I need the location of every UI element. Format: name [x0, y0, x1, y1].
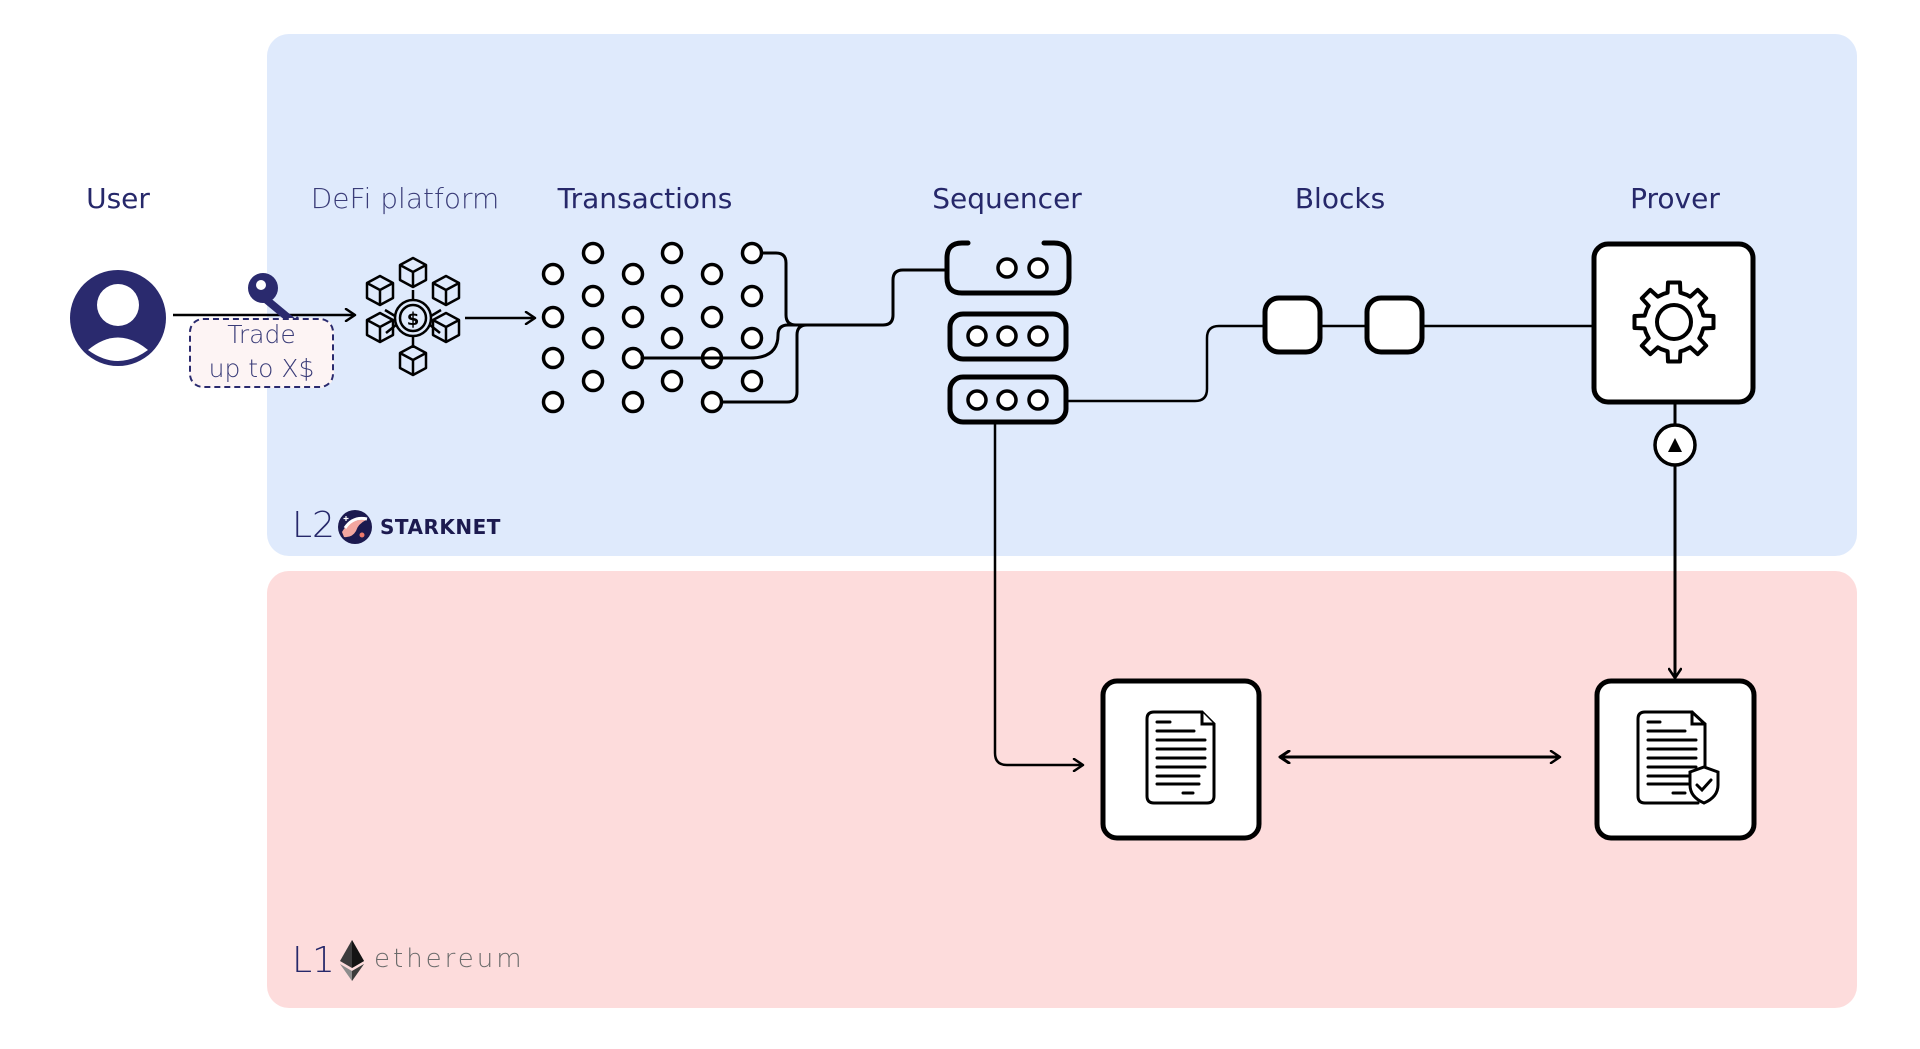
transaction-node — [700, 305, 724, 329]
transaction-node — [700, 262, 724, 286]
ethereum-brand: ethereum — [374, 944, 525, 974]
transaction-node — [621, 262, 645, 286]
sequencer-slot-open — [944, 240, 1072, 296]
transaction-node — [541, 262, 565, 286]
l2-tag: L2 — [292, 505, 335, 546]
prover-label: Prover — [1630, 182, 1720, 215]
transaction-node — [541, 305, 565, 329]
transaction-node — [740, 241, 764, 265]
sequencer-to-blocks-line — [1067, 324, 1593, 403]
trade-limit-note: Trade up to X$ — [189, 318, 334, 388]
transaction-node — [660, 369, 684, 393]
transaction-node — [541, 390, 565, 414]
defi-platform-label: DeFi platform — [310, 182, 500, 215]
block[interactable] — [1364, 295, 1425, 355]
defi-network-icon: $ — [365, 256, 461, 377]
block[interactable] — [1262, 295, 1323, 355]
transactions-label: Transactions — [557, 182, 733, 215]
document-icon — [1145, 710, 1216, 805]
transaction-node — [581, 326, 605, 350]
starknet-brand: STARKNET — [380, 515, 501, 539]
transaction-node — [621, 346, 645, 370]
user-label: User — [86, 182, 150, 215]
starknet-logo-icon — [338, 510, 372, 544]
blocks-label: Blocks — [1294, 182, 1386, 215]
sequencer-to-l1-doc-arrow — [993, 423, 1083, 765]
transaction-node — [581, 369, 605, 393]
triangle-up-icon[interactable] — [1653, 423, 1697, 467]
prover-box[interactable] — [1591, 241, 1756, 405]
transaction-node — [740, 326, 764, 350]
transaction-node — [660, 326, 684, 350]
transaction-node — [740, 369, 764, 393]
l1-tag: L1 — [292, 940, 335, 981]
svg-text:$: $ — [407, 309, 420, 330]
transaction-node — [581, 284, 605, 308]
trade-note-line1: Trade — [227, 320, 296, 349]
gear-icon — [1632, 280, 1716, 364]
transaction-node — [541, 346, 565, 370]
verified-document-icon — [1636, 710, 1720, 805]
transaction-node — [660, 284, 684, 308]
trade-note-line2: up to X$ — [208, 354, 315, 383]
transaction-node — [621, 390, 645, 414]
transaction-node — [621, 305, 645, 329]
transaction-node — [660, 241, 684, 265]
sequencer-dots — [966, 257, 1049, 411]
transactions-to-sequencer-lines — [640, 251, 949, 404]
transaction-node — [700, 390, 724, 414]
transaction-node — [581, 241, 605, 265]
transaction-node — [740, 284, 764, 308]
user-avatar-icon[interactable] — [70, 270, 166, 366]
ethereum-logo-icon — [340, 940, 364, 981]
l1-ethereum-panel — [267, 571, 1857, 1008]
sequencer-label: Sequencer — [932, 182, 1082, 215]
transactions-grid — [541, 241, 764, 414]
